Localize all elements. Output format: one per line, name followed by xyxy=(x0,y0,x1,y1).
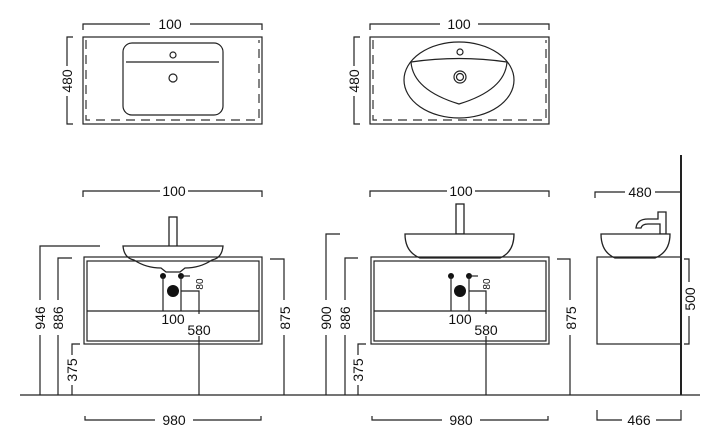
bottom-width-label: 980 xyxy=(162,412,186,428)
tap-spacing-label: 100 xyxy=(448,311,472,327)
tap-hole-icon xyxy=(169,51,177,59)
front-view-integrated-basin: 100 80 100 580 946 886 375 875 980 xyxy=(32,183,293,428)
plan-left-depth-label: 480 xyxy=(59,69,75,93)
cabinet-top-height-label: 886 xyxy=(337,306,353,330)
plan-left-width-label: 100 xyxy=(158,16,182,32)
faucet-icon xyxy=(168,216,178,248)
waste-pipe-icon xyxy=(454,285,466,297)
tap-hole-icon xyxy=(456,48,464,56)
drain-height-label: 580 xyxy=(187,322,211,338)
drain-height-label: 580 xyxy=(474,322,498,338)
front-left-width-label: 100 xyxy=(162,183,186,199)
faucet-icon xyxy=(635,211,667,235)
basin-icon xyxy=(122,245,224,273)
tap-offset-label: 80 xyxy=(195,278,206,290)
right-height-label: 875 xyxy=(563,306,579,330)
right-height-label: 875 xyxy=(277,306,293,330)
faucet-icon xyxy=(455,203,465,235)
total-height-label: 946 xyxy=(32,306,48,330)
plan-view-oval-basin: 100 480 xyxy=(346,16,550,125)
drain-icon xyxy=(453,70,467,84)
front-view-vessel-basin: 100 80 100 580 900 886 375 875 980 xyxy=(318,183,579,428)
vessel-basin-icon xyxy=(600,233,671,259)
side-depth-top-label: 480 xyxy=(628,184,652,200)
drain-hole-icon xyxy=(168,73,178,83)
cabinet-top-height-label: 886 xyxy=(50,306,66,330)
front-middle-width-label: 100 xyxy=(449,183,473,199)
tap-spacing-label: 100 xyxy=(161,311,185,327)
plan-right-width-label: 100 xyxy=(447,16,471,32)
waste-pipe-icon xyxy=(167,285,179,297)
side-depth-bottom-label: 466 xyxy=(627,412,651,428)
plan-right-depth-label: 480 xyxy=(346,69,362,93)
bottom-width-label: 980 xyxy=(449,412,473,428)
tap-offset-label: 80 xyxy=(482,278,493,290)
plan-view-rectangular-basin: 100 480 xyxy=(59,16,263,125)
vessel-basin-icon xyxy=(404,233,515,259)
floor-clearance-label: 375 xyxy=(350,358,366,382)
side-cabinet-height-label: 500 xyxy=(682,287,698,311)
floor-clearance-label: 375 xyxy=(64,358,80,382)
total-height-label: 900 xyxy=(318,306,334,330)
side-view: 480 500 466 xyxy=(594,155,698,428)
